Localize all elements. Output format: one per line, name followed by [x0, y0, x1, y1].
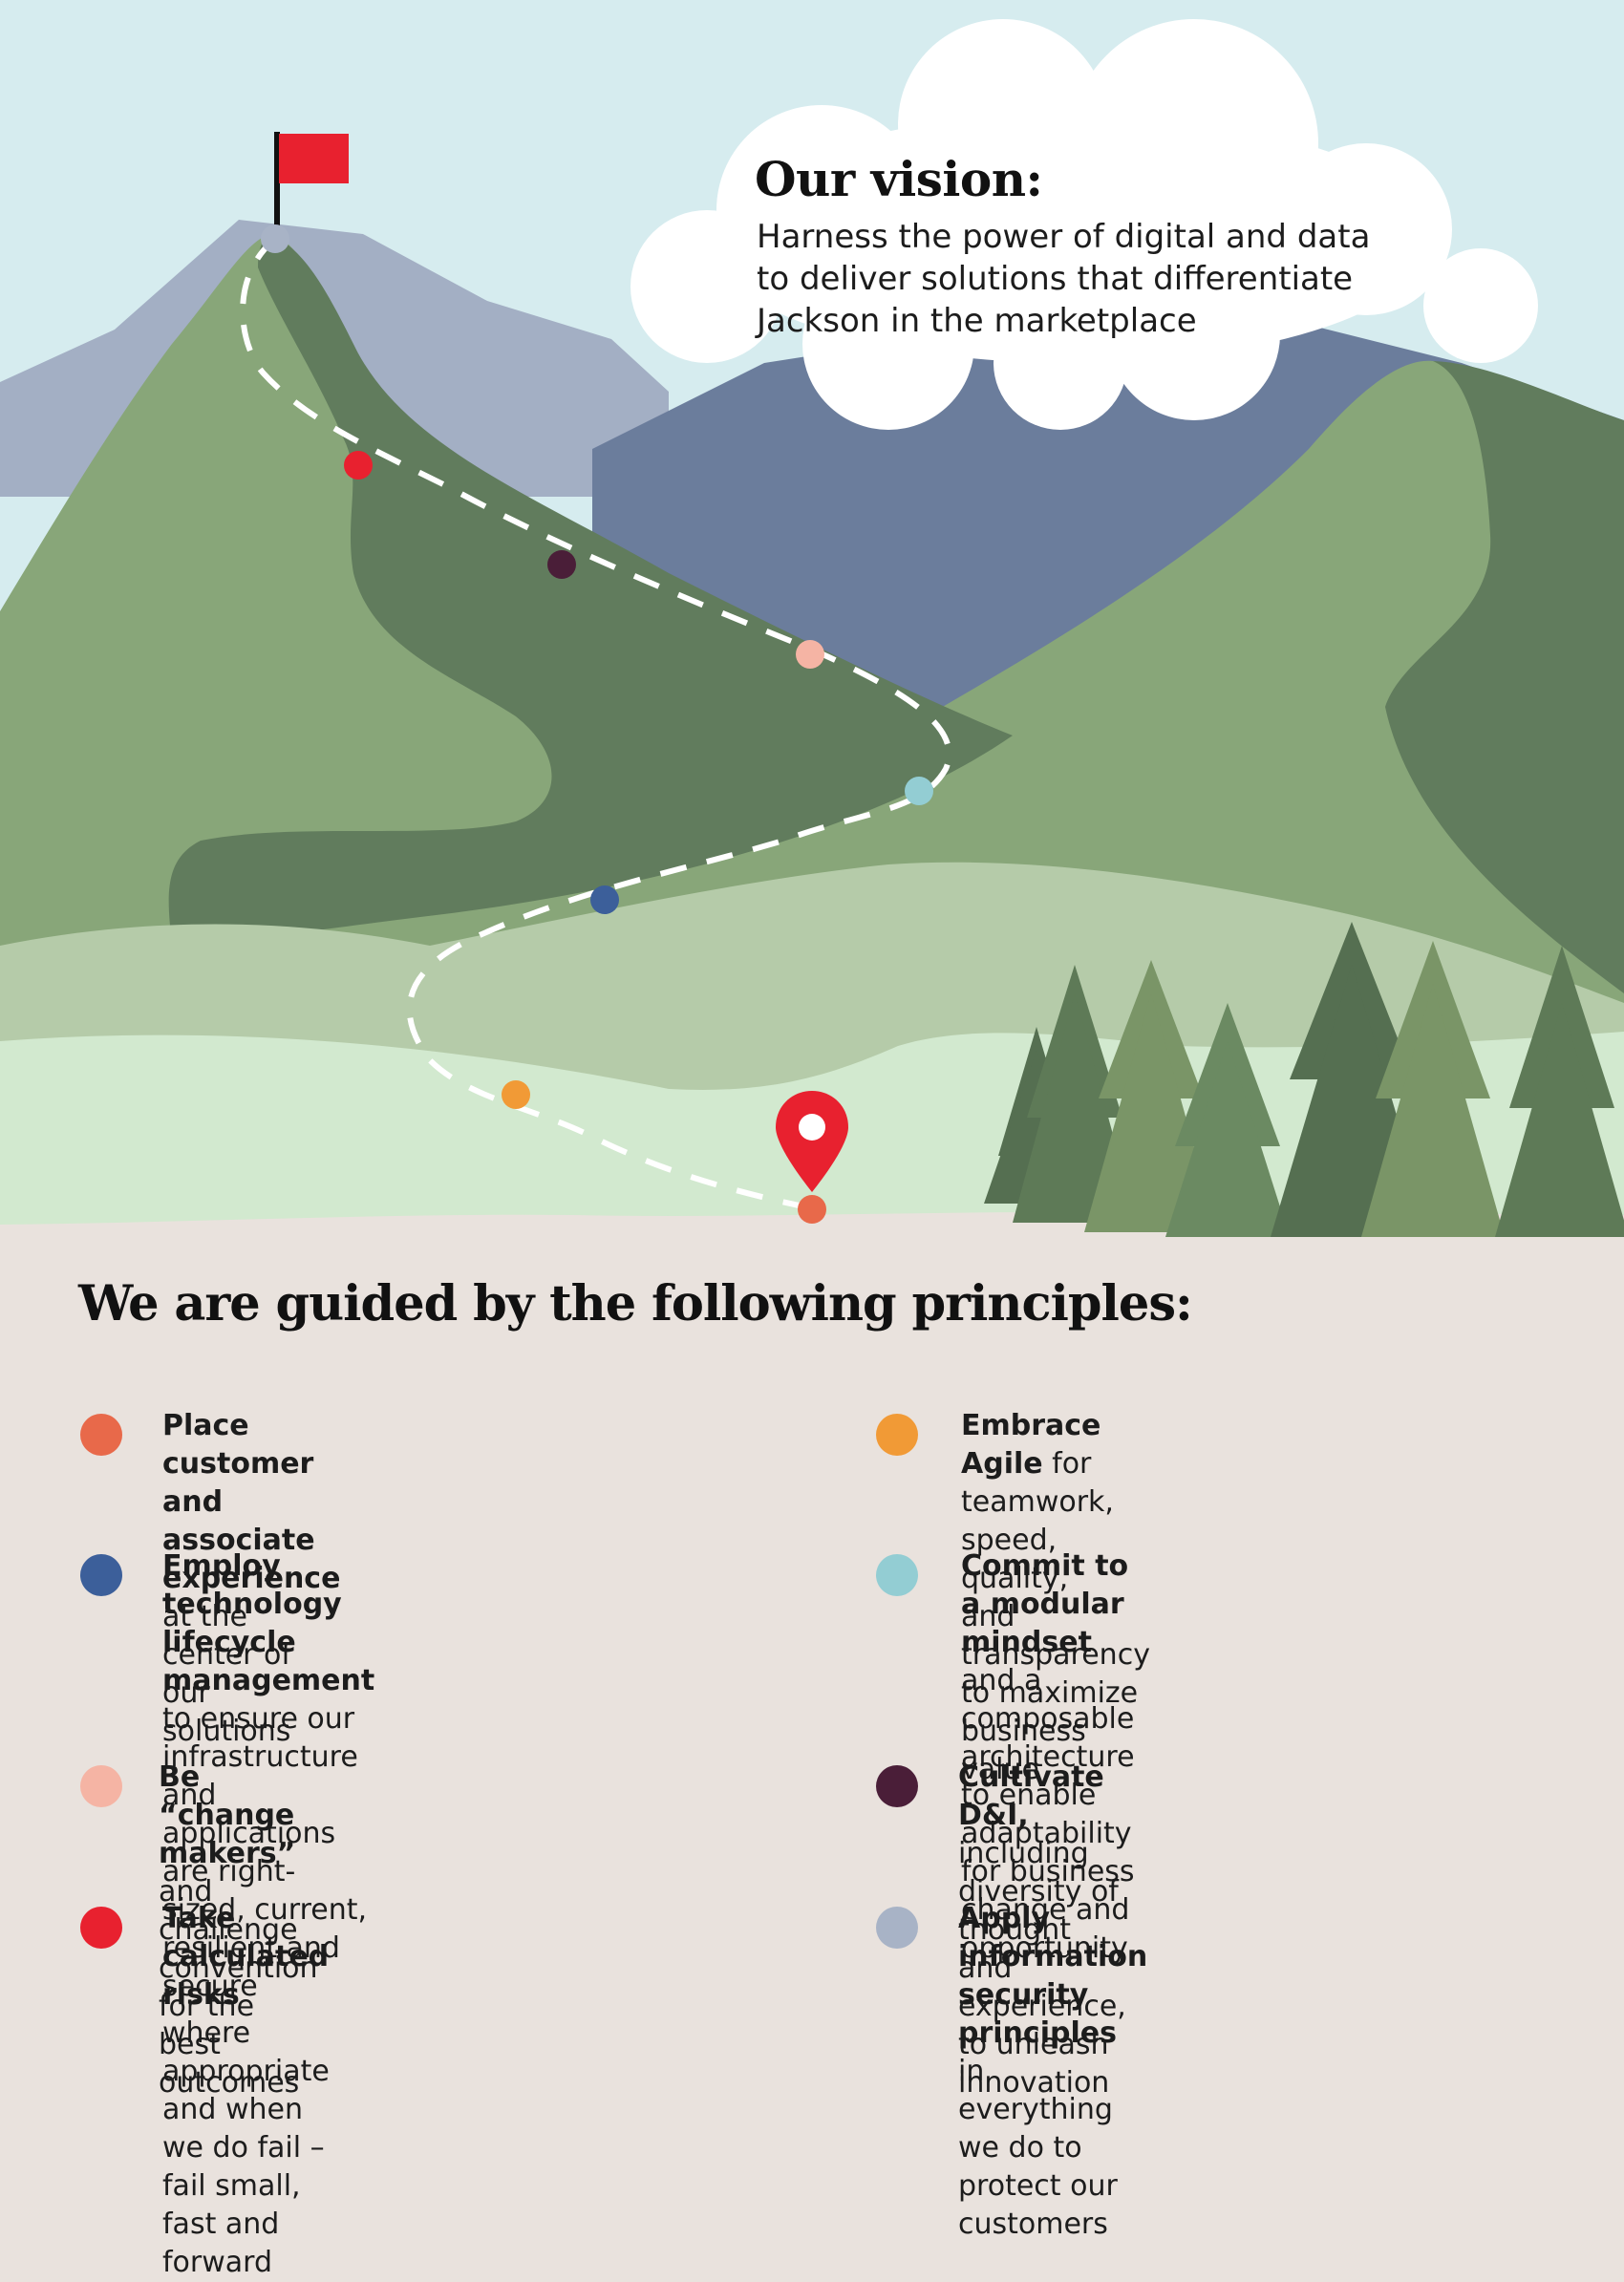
principle-text: Commit to a modular mindset and a compos…: [961, 1547, 1135, 1968]
principle-rest: including diversity of thought: [958, 1837, 1119, 1947]
tree: [1165, 1041, 1290, 1237]
vision-statement: Harness the power of digital and data to…: [757, 216, 1444, 342]
vision-title: Our vision:: [755, 151, 1043, 207]
principle-line: composable architecture to enable: [961, 1702, 1135, 1812]
principle-text: Embrace Agile for teamwork, speed, quali…: [961, 1407, 1150, 1789]
principle-text: Take calculated risks where appropriate …: [162, 1900, 330, 2282]
principle-rest: where appropriate: [162, 2016, 330, 2088]
principle-rest: for teamwork, speed, quality,: [961, 1447, 1114, 1595]
principle-bold: Take calculated risks: [162, 1902, 330, 2012]
principle-bold: Place customer and associate experience: [162, 1409, 341, 1595]
principle-bullet-dot: [80, 1554, 122, 1596]
principle-line: at the center of our solutions: [162, 1600, 291, 1748]
right-mountain-shadow: [1385, 361, 1624, 993]
principle-rest: and a: [961, 1664, 1042, 1697]
trail-dot-customer: [798, 1195, 826, 1224]
principle-rest: and challenge: [159, 1875, 298, 1947]
principle-bullet-dot: [80, 1414, 122, 1456]
tree: [1495, 1003, 1624, 1237]
principle-bullet-dot: [80, 1765, 122, 1807]
vision-cloud: [630, 19, 1538, 430]
trail-dot-agile: [502, 1080, 530, 1109]
principle-bullet-dot: [876, 1907, 918, 1949]
flag-icon: [279, 134, 349, 183]
right-mountain: [745, 360, 1624, 1003]
principle-bullet-dot: [876, 1554, 918, 1596]
principle-bold: Be “change makers”: [159, 1760, 296, 1870]
principle-line: forward: [162, 2246, 273, 2279]
tree: [1084, 993, 1218, 1232]
trail-dot-risks: [344, 451, 373, 480]
trail-path: [240, 236, 952, 1211]
principle-bold: Cultivate D&I,: [958, 1760, 1104, 1832]
trail-dot-lifecycle: [590, 885, 619, 914]
principle-bullet-dot: [80, 1907, 122, 1949]
principle-bold: Commit to a modular mindset: [961, 1549, 1129, 1659]
mountain-illustration: [0, 0, 1624, 1242]
main-mountain-shadow: [168, 234, 1013, 946]
principle-bold: Employ technology lifecycle management: [162, 1549, 375, 1697]
principle-text: Employ technology lifecycle management t…: [162, 1547, 374, 2006]
principle-line: and when we do fail – fail small, fast a…: [162, 2093, 325, 2241]
trail-dot-change-makers: [796, 640, 824, 669]
principle-line: adaptability for business change and: [961, 1817, 1135, 1927]
trail-dot-security: [261, 224, 289, 253]
principles-heading: We are guided by the following principle…: [78, 1275, 1193, 1333]
principle-line: applications are right-sized, current,: [162, 1817, 368, 1927]
trail-dot-dei: [547, 550, 576, 579]
location-pin-icon: [776, 1091, 848, 1192]
vision-line: Jackson in the marketplace: [757, 302, 1197, 340]
principle-line: and experience, to unleash innovation: [958, 1951, 1126, 2100]
principle-line: everything we do to protect our customer…: [958, 2093, 1118, 2241]
principle-line: and transparency to maximize business va…: [961, 1600, 1150, 1786]
principle-line: opportunity: [961, 1931, 1128, 1965]
principle-line: convention for the best outcomes: [159, 1951, 318, 2100]
principle-text: Be “change makers” and challenge convent…: [159, 1759, 318, 2102]
principle-line: to ensure our infrastructure and: [162, 1702, 358, 1812]
principle-text: Place customer and associate experience …: [162, 1407, 340, 1751]
tree: [1361, 984, 1505, 1237]
principle-bold: Apply information security principles: [958, 1902, 1148, 2050]
principle-bullet-dot: [876, 1765, 918, 1807]
principle-text: Apply information security principles in…: [958, 1900, 1147, 2244]
principle-line: resilient and secure: [162, 1931, 340, 2003]
vision-line: to deliver solutions that differentiate: [757, 260, 1354, 298]
trail-dot-modular: [905, 777, 933, 805]
principle-text: Cultivate D&I, including diversity of th…: [958, 1759, 1126, 2102]
principle-bullet-dot: [876, 1414, 918, 1456]
principle-bold: Embrace Agile: [961, 1409, 1101, 1481]
forest: [984, 922, 1624, 1237]
principle-rest: in: [958, 2055, 985, 2088]
vision-line: Harness the power of digital and data: [757, 218, 1371, 256]
